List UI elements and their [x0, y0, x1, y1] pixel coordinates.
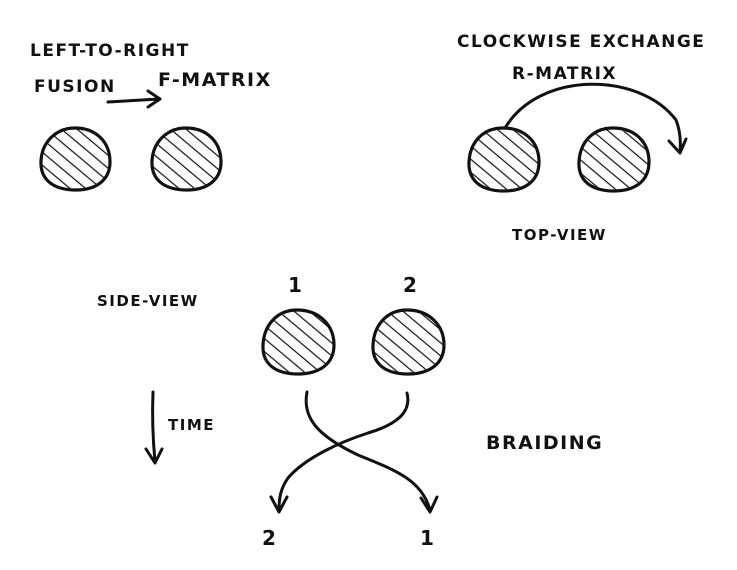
braid-strand-right-to-left [269, 391, 410, 514]
time-arrow [144, 390, 164, 465]
fusion-label-line1: LEFT-TO-RIGHT [30, 41, 190, 61]
exchange-label: CLOCKWISE EXCHANGE [457, 32, 705, 52]
bottom-right-index: 1 [420, 526, 435, 550]
braiding-label: BRAIDING [486, 432, 603, 454]
fusion-arrow [106, 89, 162, 109]
top-view-label: TOP-VIEW [512, 226, 607, 244]
exchange-arrow [503, 82, 688, 155]
fusion-label-line2: FUSION [34, 77, 116, 97]
anyon-fusion-right [150, 126, 223, 192]
top-right-index: 2 [403, 273, 418, 297]
bottom-left-index: 2 [262, 526, 277, 550]
r-matrix-label: R-MATRIX [512, 64, 617, 84]
f-matrix-label: F-MATRIX [158, 69, 272, 91]
anyon-exchange-left [467, 126, 541, 193]
braid-strand-left-to-right [304, 390, 439, 514]
anyon-fusion-left [39, 126, 112, 192]
top-left-index: 1 [288, 273, 303, 297]
anyon-exchange-right [577, 126, 651, 193]
anyon-braid-right [371, 308, 446, 376]
side-view-label: SIDE-VIEW [97, 292, 199, 310]
anyon-braid-left [261, 308, 336, 376]
time-label: TIME [168, 416, 215, 434]
